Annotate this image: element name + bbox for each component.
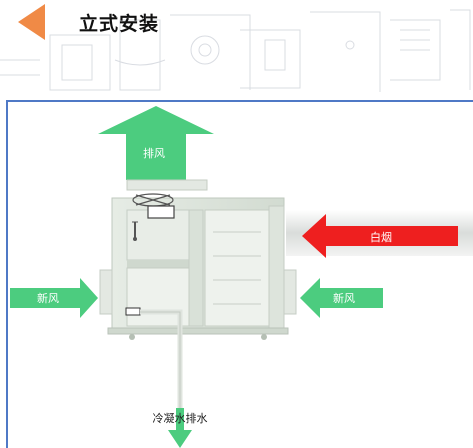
header: 立式安装 (0, 0, 473, 95)
fresh-air-left-arrow (10, 278, 98, 318)
header-background-sketch (0, 4, 471, 92)
exhaust-label: 排风 (143, 146, 165, 160)
condensate-drain-arrow (168, 408, 192, 448)
page-title: 立式安装 (79, 13, 160, 35)
white-smoke-arrow (302, 214, 458, 258)
thermometer-icon (132, 221, 138, 241)
fresh-air-right-label: 新风 (333, 291, 355, 305)
fan-icon (132, 193, 175, 219)
fresh-air-left-label: 新风 (37, 291, 59, 305)
installation-diagram: 排风 (10, 106, 473, 448)
exhaust-arrow (98, 106, 214, 180)
fresh-air-right-arrow (300, 278, 383, 318)
header-triangle-accent (18, 4, 45, 40)
right-inlet-flange (283, 269, 297, 315)
condensate-drain-label: 冷凝水排水 (153, 411, 208, 425)
sensor-icon (125, 307, 141, 316)
diagram-frame: 排风 (6, 100, 473, 448)
unit-body (107, 197, 289, 340)
white-smoke-label: 白烟 (370, 230, 392, 244)
left-inlet-flange (99, 269, 113, 315)
